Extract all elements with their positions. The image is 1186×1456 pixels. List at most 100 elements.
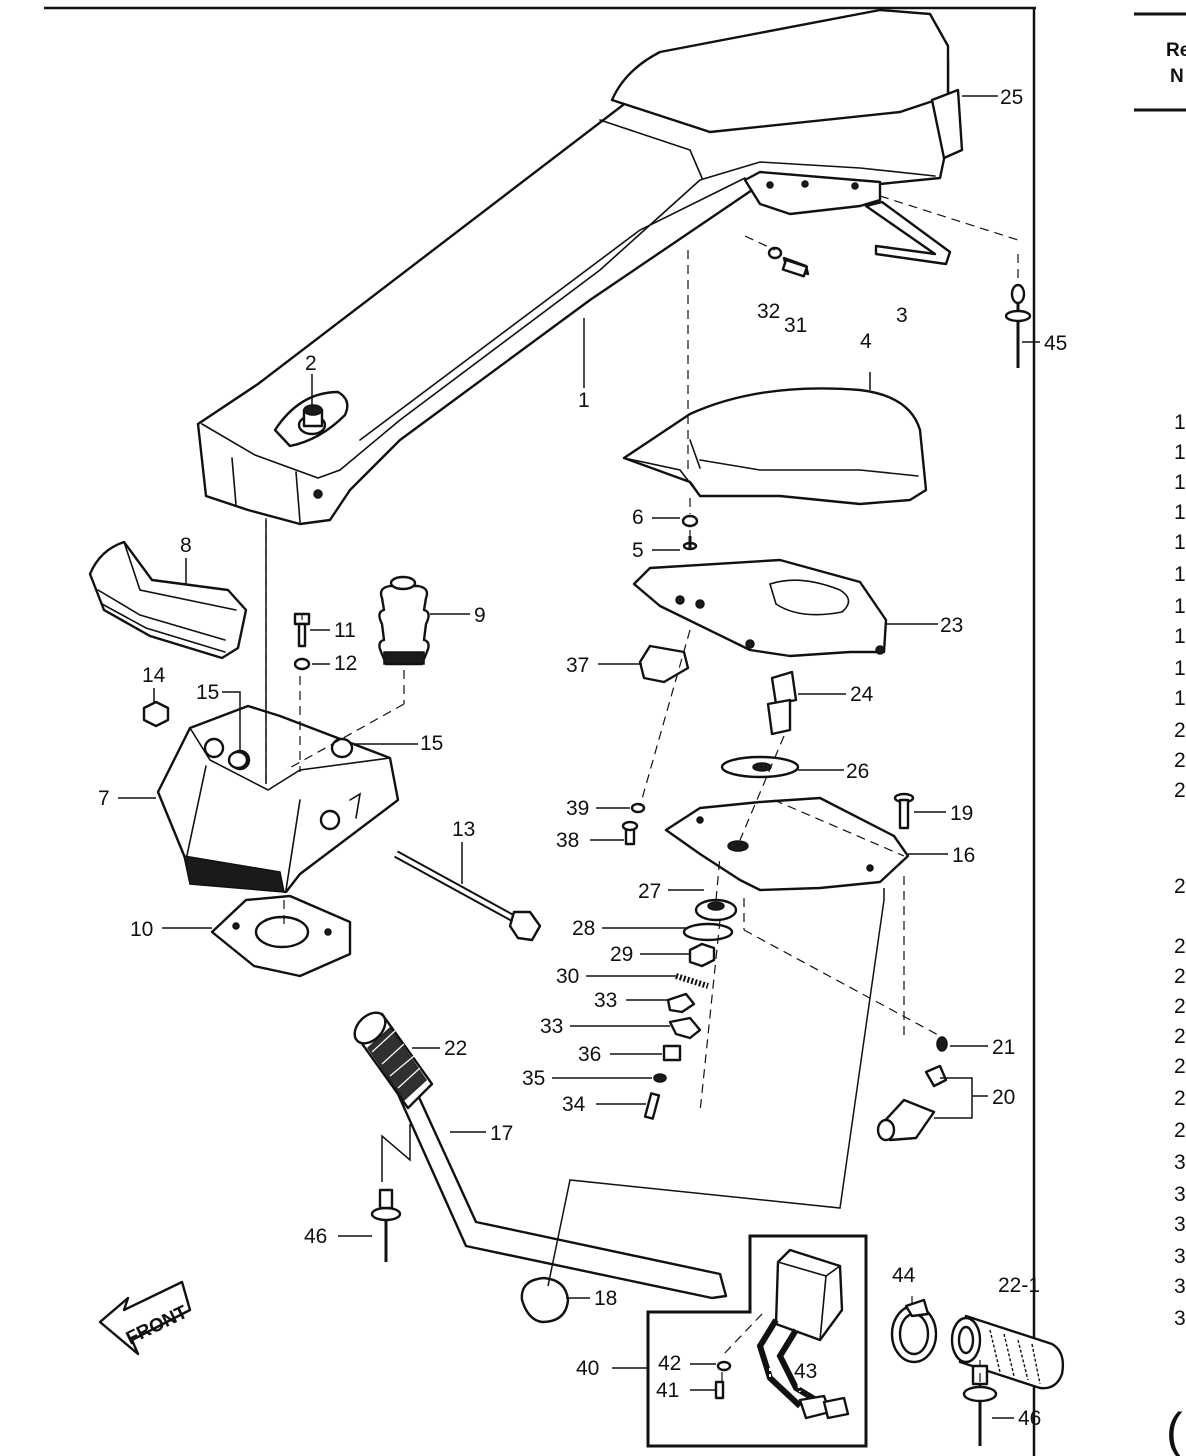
- table-row-number: 1: [1174, 563, 1186, 586]
- part-42-washer: [716, 1360, 732, 1372]
- table-row-number: 3: [1174, 1213, 1186, 1236]
- reference-lines: [265, 520, 885, 1287]
- label-22: 22: [444, 1037, 467, 1060]
- part-21-spring: [936, 1036, 948, 1052]
- label-36: 36: [578, 1043, 601, 1066]
- table-bracket: (: [1166, 1403, 1183, 1456]
- part-27-bushing: [694, 898, 738, 922]
- part-38-screw: [621, 820, 639, 846]
- part-13-pivot-bolt: [394, 850, 542, 942]
- part-9-bellows-boot: [378, 575, 430, 666]
- table-row-number: 2: [1174, 749, 1186, 772]
- table-row-number: 1: [1174, 471, 1186, 494]
- table-row-number: 2: [1174, 1119, 1186, 1142]
- label-31: 31: [784, 314, 807, 337]
- part-3-strap: [864, 200, 952, 266]
- table-header-line1: Re: [1166, 40, 1186, 61]
- part-20-switch: [876, 1064, 948, 1142]
- label-19: 19: [950, 802, 973, 825]
- table-row-number: 1: [1174, 657, 1186, 680]
- part-46-rivet-right: [962, 1364, 998, 1446]
- callout-leaders: [118, 95, 1040, 1419]
- label-35: 35: [522, 1067, 545, 1090]
- table-row-number: 1: [1174, 531, 1186, 554]
- label-46-right: 46: [1018, 1407, 1041, 1430]
- part-14-nut: [142, 700, 170, 728]
- label-20: 20: [992, 1086, 1015, 1109]
- label-24: 24: [850, 683, 874, 706]
- part-39-washer: [630, 802, 646, 814]
- table-row-number: 2: [1174, 995, 1186, 1018]
- label-13: 13: [452, 818, 475, 841]
- label-45: 45: [1044, 332, 1067, 355]
- part-10-base-plate: [210, 894, 352, 978]
- table-row-number: 1: [1174, 441, 1186, 464]
- label-32: 32: [757, 300, 780, 323]
- part-18-clamp: [520, 1276, 570, 1324]
- part-15-washer-right: [330, 737, 354, 759]
- front-direction-arrow: FRONT: [98, 1280, 191, 1356]
- part-31-bolt: [781, 256, 810, 278]
- table-row-number: 3: [1174, 1245, 1186, 1268]
- label-23: 23: [940, 614, 963, 637]
- label-4: 4: [860, 330, 872, 353]
- part-5-screw: [682, 536, 698, 551]
- label-1: 1: [578, 389, 590, 412]
- part-2-filler-cap: [297, 404, 327, 436]
- table-row-number: 1: [1174, 687, 1186, 710]
- label-40: 40: [576, 1357, 599, 1380]
- label-17: 17: [490, 1122, 513, 1145]
- label-37: 37: [566, 654, 589, 677]
- label-7: 7: [98, 787, 110, 810]
- part-40-inset-box: [646, 1234, 868, 1448]
- part-number-labels: 25 1 2 32 31 3 4 45 6 5 8 9 11 12 14 15 …: [98, 86, 1067, 1430]
- label-16: 16: [952, 844, 975, 867]
- part-32-washer: [767, 246, 783, 260]
- part-30-spring: [675, 973, 709, 989]
- table-row-number: 3: [1174, 1307, 1186, 1330]
- part-1-tank-body: [196, 8, 964, 526]
- table-row-number: 2: [1174, 875, 1186, 898]
- part-33-clip-upper: [666, 992, 696, 1014]
- label-8: 8: [180, 534, 192, 557]
- label-28: 28: [572, 917, 595, 940]
- part-37-cable-clip: [638, 644, 690, 684]
- table-row-number: 2: [1174, 1087, 1186, 1110]
- table-row-number: 3: [1174, 1183, 1186, 1206]
- part-35-spring: [653, 1073, 667, 1083]
- label-30: 30: [556, 965, 579, 988]
- label-9: 9: [474, 604, 486, 627]
- label-12: 12: [334, 652, 357, 675]
- label-15-left: 15: [196, 681, 219, 704]
- label-10: 10: [130, 918, 153, 941]
- part-4-rear-cover: [622, 387, 928, 506]
- label-18: 18: [594, 1287, 617, 1310]
- table-row-number: 2: [1174, 965, 1186, 988]
- table-row-number: 2: [1174, 935, 1186, 958]
- label-44: 44: [892, 1264, 916, 1287]
- part-28-washer: [682, 922, 734, 942]
- label-21: 21: [992, 1036, 1015, 1059]
- table-row-number: 3: [1174, 1151, 1186, 1174]
- part-23-top-plate: [632, 558, 888, 658]
- label-11: 11: [334, 619, 356, 642]
- part-45-rivet: [1004, 283, 1032, 368]
- part-46-rivet-left: [370, 1188, 402, 1262]
- label-6: 6: [632, 506, 644, 529]
- table-row-number: 2: [1174, 1025, 1186, 1048]
- label-25: 25: [1000, 86, 1023, 109]
- table-row-number: 1: [1174, 625, 1186, 648]
- label-33-lower: 33: [540, 1015, 563, 1038]
- label-27: 27: [638, 880, 661, 903]
- part-7-handle-bracket: [156, 704, 400, 894]
- table-row-number: 1: [1174, 501, 1186, 524]
- part-8-knee-pad: [88, 540, 248, 660]
- label-43: 43: [794, 1360, 817, 1383]
- table-row-number: 2: [1174, 779, 1186, 802]
- table-row-number: 3: [1174, 1275, 1186, 1298]
- table-row-number: 1: [1174, 595, 1186, 618]
- label-39: 39: [566, 797, 589, 820]
